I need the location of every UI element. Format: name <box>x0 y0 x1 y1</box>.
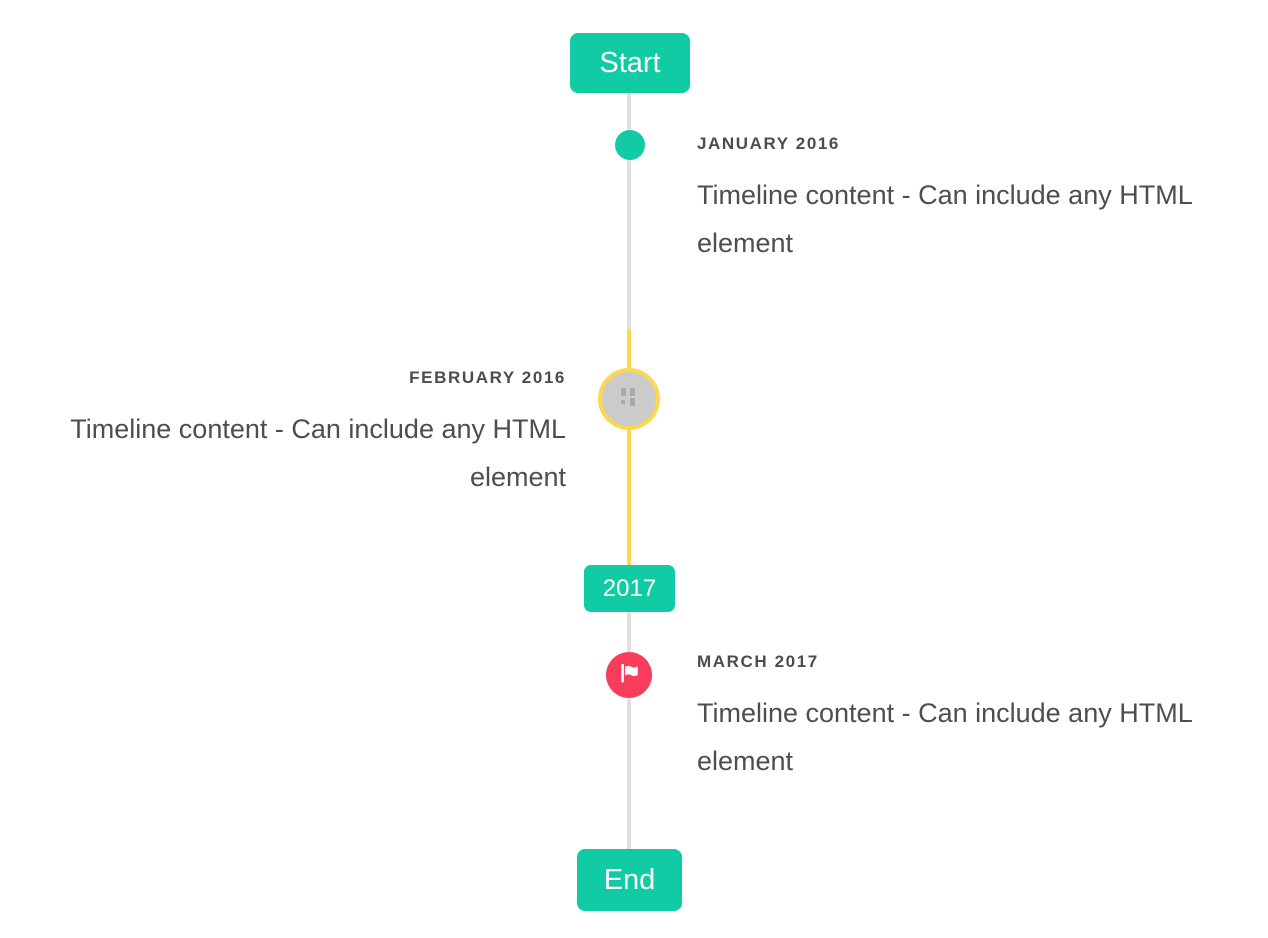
start-badge: Start <box>570 33 690 93</box>
event-content: Timeline content - Can include any HTML … <box>70 414 566 492</box>
event-content: Timeline content - Can include any HTML … <box>697 698 1192 776</box>
event-marker-february-circle <box>598 368 660 430</box>
event-january: JANUARY 2016 Timeline content - Can incl… <box>697 133 1222 267</box>
event-marker-march-flag <box>606 652 652 698</box>
event-content: Timeline content - Can include any HTML … <box>697 180 1192 258</box>
event-date: MARCH 2017 <box>697 652 819 671</box>
timeline-highlight-line <box>627 330 631 566</box>
year-badge-2017: 2017 <box>584 565 675 612</box>
event-date: JANUARY 2016 <box>697 134 840 153</box>
event-february: FEBRUARY 2016 Timeline content - Can inc… <box>41 367 566 501</box>
end-badge: End <box>577 849 682 911</box>
event-march: MARCH 2017 Timeline content - Can includ… <box>697 651 1222 785</box>
broken-image-icon <box>621 387 637 411</box>
event-marker-january-dot <box>615 130 645 160</box>
event-date: FEBRUARY 2016 <box>409 368 566 387</box>
flag-icon <box>617 661 641 690</box>
